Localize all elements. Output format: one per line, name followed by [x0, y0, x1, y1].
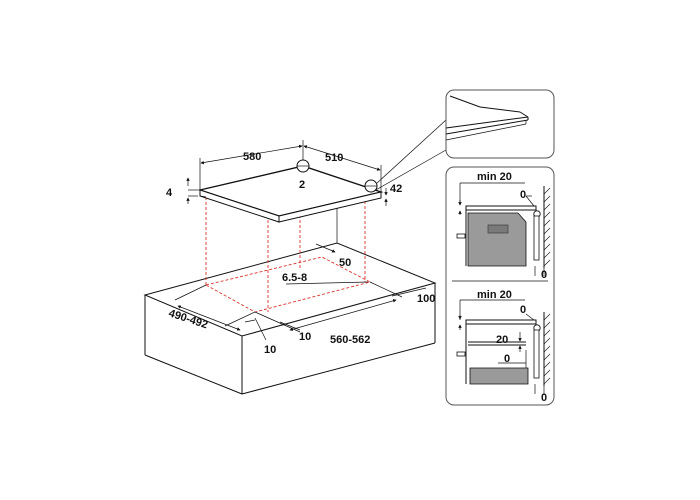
bottom-zero-top-label: 0	[520, 304, 526, 316]
bottom-zero-bottom-label: 0	[541, 392, 547, 404]
side-clearance-right-label: 10	[299, 331, 311, 343]
radius-label: 6.5-8	[282, 272, 307, 284]
bottom-min-label: min 20	[477, 289, 512, 301]
edge-detail-panel	[445, 89, 555, 159]
corner-detail-label: 42	[390, 183, 402, 195]
top-zero-top-label: 0	[520, 189, 526, 201]
top-min-label: min 20	[477, 171, 512, 183]
edge-mark-label: 2	[299, 179, 305, 191]
cutout-dimension-lines	[174, 243, 427, 341]
clearance-panel: min 20 0 0	[445, 166, 555, 406]
hob-thickness-label: 4	[166, 187, 173, 199]
rear-clearance-label: 50	[339, 257, 351, 269]
top-zero-bottom-label: 0	[541, 269, 547, 281]
drawer-installation-variant	[456, 299, 551, 394]
dimension-lines	[186, 140, 388, 206]
front-clearance-label: 100	[417, 293, 435, 305]
cutout-width-label: 560-562	[330, 334, 370, 346]
oven-installation-variant	[456, 182, 551, 276]
cutout-outline	[204, 196, 372, 313]
worktop	[143, 200, 437, 395]
hob-width-label: 580	[243, 151, 261, 163]
hob-depth-label: 510	[325, 152, 343, 164]
bottom-zero-mid-label: 0	[504, 353, 510, 365]
bottom-gap-label: 20	[496, 334, 508, 346]
hob-plate	[197, 165, 384, 223]
side-clearance-left-label: 10	[264, 344, 276, 356]
detail-circles	[296, 119, 447, 193]
cutout-depth-label: 490-492	[167, 307, 209, 331]
